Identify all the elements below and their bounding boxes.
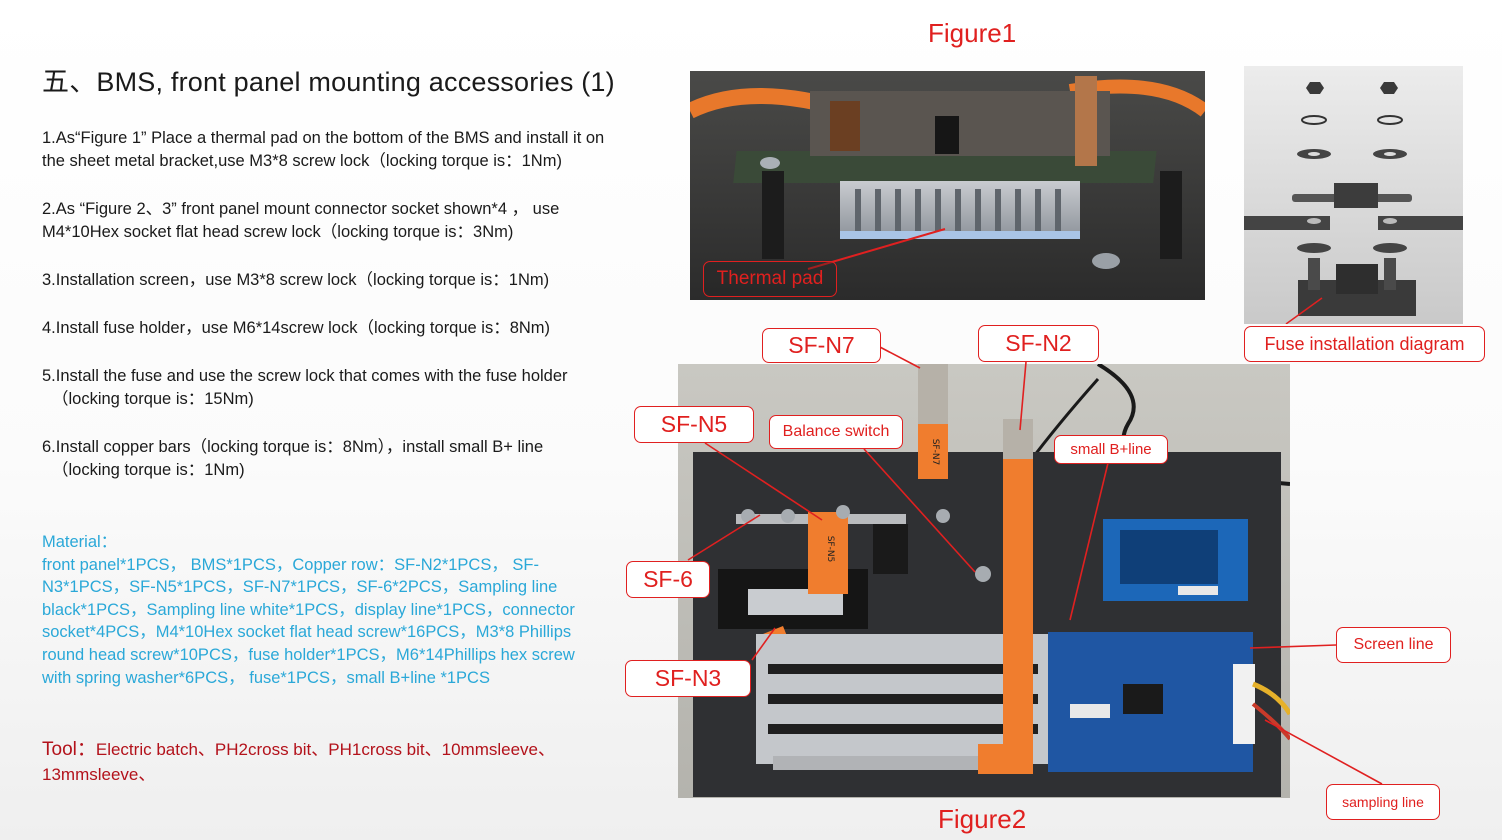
step-1-line-1: 1.As“Figure 1” Place a thermal pad on th… bbox=[42, 129, 605, 147]
step-6: 6.Install copper bars（locking torque is：… bbox=[42, 436, 642, 482]
step-4: 4.Install fuse holder，use M6*14screw loc… bbox=[42, 317, 642, 340]
step-3-line-1: 3.Installation screen，use M3*8 screw loc… bbox=[42, 271, 550, 289]
sf-n3-callout: SF-N3 bbox=[625, 660, 751, 697]
sf-n2-callout: SF-N2 bbox=[978, 325, 1099, 362]
material-text: front panel*1PCS， BMS*1PCS，Copper row：SF… bbox=[42, 555, 575, 687]
tool-label: Tool： bbox=[42, 739, 96, 760]
step-3: 3.Installation screen，use M3*8 screw loc… bbox=[42, 269, 642, 292]
step-2-line-2: M4*10Hex socket flat head screw lock（loc… bbox=[42, 223, 514, 241]
sf-n7-bar-label: SF-N7 bbox=[930, 439, 940, 466]
step-1-line-2: the sheet metal bracket,use M3*8 screw l… bbox=[42, 152, 562, 170]
sf-n7-callout: SF-N7 bbox=[762, 328, 881, 363]
figure2-caption: Figure2 bbox=[938, 804, 1027, 834]
figure1-photo: Thermal pad bbox=[690, 71, 1205, 300]
tool-list: Tool：Electric batch、PH2cross bit、PH1cros… bbox=[42, 737, 642, 787]
sf-n5-callout: SF-N5 bbox=[634, 406, 754, 443]
balance-switch-callout: Balance switch bbox=[769, 415, 903, 449]
fuse-installation-callout: Fuse installation diagram bbox=[1244, 326, 1485, 362]
step-5-line-1: 5.Install the fuse and use the screw loc… bbox=[42, 367, 568, 385]
step-4-line-1: 4.Install fuse holder，use M6*14screw loc… bbox=[42, 319, 551, 337]
step-2: 2.As “Figure 2、3” front panel mount conn… bbox=[42, 198, 642, 244]
step-2-line-1: 2.As “Figure 2、3” front panel mount conn… bbox=[42, 200, 560, 218]
fuse-exploded-view bbox=[1244, 66, 1463, 324]
figure1-caption: Figure1 bbox=[928, 18, 1017, 48]
step-1: 1.As“Figure 1” Place a thermal pad on th… bbox=[42, 127, 642, 173]
small-b-line-callout: small B+line bbox=[1054, 435, 1168, 464]
step-5-line-2: （locking torque is：15Nm) bbox=[52, 390, 254, 408]
instructions-column: 五、BMS, front panel mounting accessories … bbox=[42, 60, 642, 507]
thermal-pad-callout: Thermal pad bbox=[703, 261, 837, 297]
material-label: Material： bbox=[42, 533, 118, 551]
page-title: 五、BMS, front panel mounting accessories … bbox=[42, 67, 615, 97]
sf-6-callout: SF-6 bbox=[626, 561, 710, 598]
fuse-diagram bbox=[1244, 66, 1463, 324]
sf-n5-bar-label: SF-N5 bbox=[825, 536, 835, 563]
step-6-line-1: 6.Install copper bars（locking torque is：… bbox=[42, 438, 544, 456]
tool-text: Electric batch、PH2cross bit、PH1cross bit… bbox=[42, 740, 556, 784]
sampling-line-callout: sampling line bbox=[1326, 784, 1440, 820]
screen-line-callout: Screen line bbox=[1336, 627, 1451, 663]
step-5: 5.Install the fuse and use the screw loc… bbox=[42, 365, 642, 411]
material-list: Material： front panel*1PCS， BMS*1PCS，Cop… bbox=[42, 531, 602, 689]
step-6-line-2: （locking torque is：1Nm) bbox=[52, 461, 245, 479]
